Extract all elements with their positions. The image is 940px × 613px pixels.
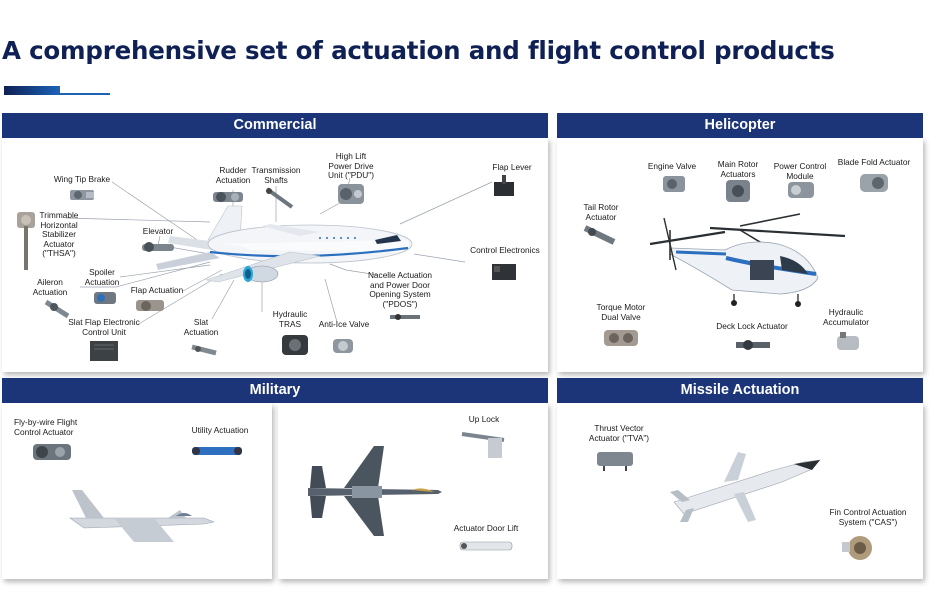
label-thsa: Trimmable Horizontal Stabilizer Actuator… xyxy=(39,210,79,259)
nacelle-pdos-part xyxy=(390,314,420,320)
label-high-lift-pdu: High Lift Power Drive Unit ("PDU") xyxy=(328,151,374,181)
label-spoiler-actuation: Spoiler Actuation xyxy=(84,267,120,287)
rudder-actuation-part xyxy=(213,192,243,202)
label-power-control-module: Power Control Module xyxy=(773,161,827,181)
helicopter-illustration xyxy=(649,213,846,307)
tva-part xyxy=(597,452,633,471)
flap-actuation-part xyxy=(136,300,164,311)
title-underline-line xyxy=(60,93,110,95)
main-rotor-actuators-part xyxy=(726,180,750,202)
helicopter-header: Helicopter xyxy=(557,113,923,138)
hydraulic-accumulator-part xyxy=(837,332,859,350)
slat-flap-ecu-part xyxy=(90,341,118,361)
utility-actuation-part xyxy=(192,447,242,455)
label-slat-flap-ecu: Slat Flap Electronic Control Unit xyxy=(68,317,140,337)
missile-header: Missile Actuation xyxy=(557,378,923,403)
engine-valve-part xyxy=(663,176,685,192)
blade-fold-actuator-part xyxy=(860,174,888,192)
tail-rotor-actuator-part xyxy=(583,225,616,245)
label-cas: Fin Control Actuation System ("CAS") xyxy=(829,507,907,527)
commercial-header: Commercial xyxy=(2,113,548,138)
elevator-part xyxy=(142,242,174,252)
label-tail-rotor-actuator: Tail Rotor Actuator xyxy=(583,202,619,222)
label-main-rotor-actuators: Main Rotor Actuators xyxy=(717,159,759,179)
pdu-part xyxy=(338,184,364,204)
actuator-door-lift-part xyxy=(459,541,513,551)
label-aileron-actuation: Aileron Actuation xyxy=(32,277,68,297)
commercial-airplane-illustration xyxy=(156,205,413,283)
flap-lever-part xyxy=(494,175,514,196)
label-up-lock: Up Lock xyxy=(468,414,500,424)
control-electronics-part xyxy=(492,264,516,280)
label-actuator-door-lift: Actuator Door Lift xyxy=(453,523,519,533)
label-wing-tip-brake: Wing Tip Brake xyxy=(53,174,111,184)
title-underline-bar xyxy=(4,86,60,95)
spoiler-actuation-part xyxy=(94,292,116,304)
eurofighter-illustration xyxy=(69,490,214,542)
torque-motor-dual-valve-part xyxy=(604,330,638,346)
thsa-part xyxy=(17,212,35,270)
label-deck-lock-actuator: Deck Lock Actuator xyxy=(716,321,788,331)
label-fbw-flight-control-actuator: Fly-by-wire Flight Control Actuator xyxy=(14,417,78,437)
label-flap-lever: Flap Lever xyxy=(492,162,532,172)
missile-illustration xyxy=(670,452,821,522)
label-tva: Thrust Vector Actuator ("TVA") xyxy=(588,423,650,443)
hydraulic-tras-part xyxy=(282,335,308,355)
label-nacelle-pdos: Nacelle Actuation and Power Door Opening… xyxy=(367,270,433,309)
fbw-flight-control-actuator-part xyxy=(33,444,71,460)
label-utility-actuation: Utility Actuation xyxy=(191,425,249,435)
power-control-module-part xyxy=(788,182,814,198)
f35-illustration xyxy=(308,446,442,536)
label-hydraulic-accumulator: Hydraulic Accumulator xyxy=(822,307,870,327)
label-hydraulic-tras: Hydraulic TRAS xyxy=(272,309,308,329)
label-anti-ice-valve: Anti-Ice Valve xyxy=(318,319,370,329)
anti-ice-valve-part xyxy=(333,339,353,353)
label-engine-valve: Engine Valve xyxy=(647,161,697,171)
up-lock-part xyxy=(461,432,505,458)
deck-lock-actuator-part xyxy=(736,340,770,350)
page-title: A comprehensive set of actuation and fli… xyxy=(2,36,835,65)
label-transmission-shafts: Transmission Shafts xyxy=(251,165,301,185)
military-panel-left xyxy=(2,403,272,579)
label-blade-fold-actuator: Blade Fold Actuator xyxy=(837,157,911,167)
label-torque-motor-dual-valve: Torque Motor Dual Valve xyxy=(596,302,646,322)
cas-part xyxy=(842,536,872,560)
label-slat-actuation: Slat Actuation xyxy=(183,317,219,337)
label-rudder-actuation: Rudder Actuation xyxy=(215,165,251,185)
aileron-actuation-part xyxy=(44,299,70,319)
slat-actuation-part xyxy=(191,344,217,356)
label-flap-actuation: Flap Actuation xyxy=(130,285,184,295)
transmission-shaft-part xyxy=(265,187,294,209)
label-control-electronics: Control Electronics xyxy=(470,245,540,255)
wing-tip-brake-part xyxy=(70,190,94,200)
label-elevator: Elevator xyxy=(142,226,174,236)
military-header: Military xyxy=(2,378,548,403)
